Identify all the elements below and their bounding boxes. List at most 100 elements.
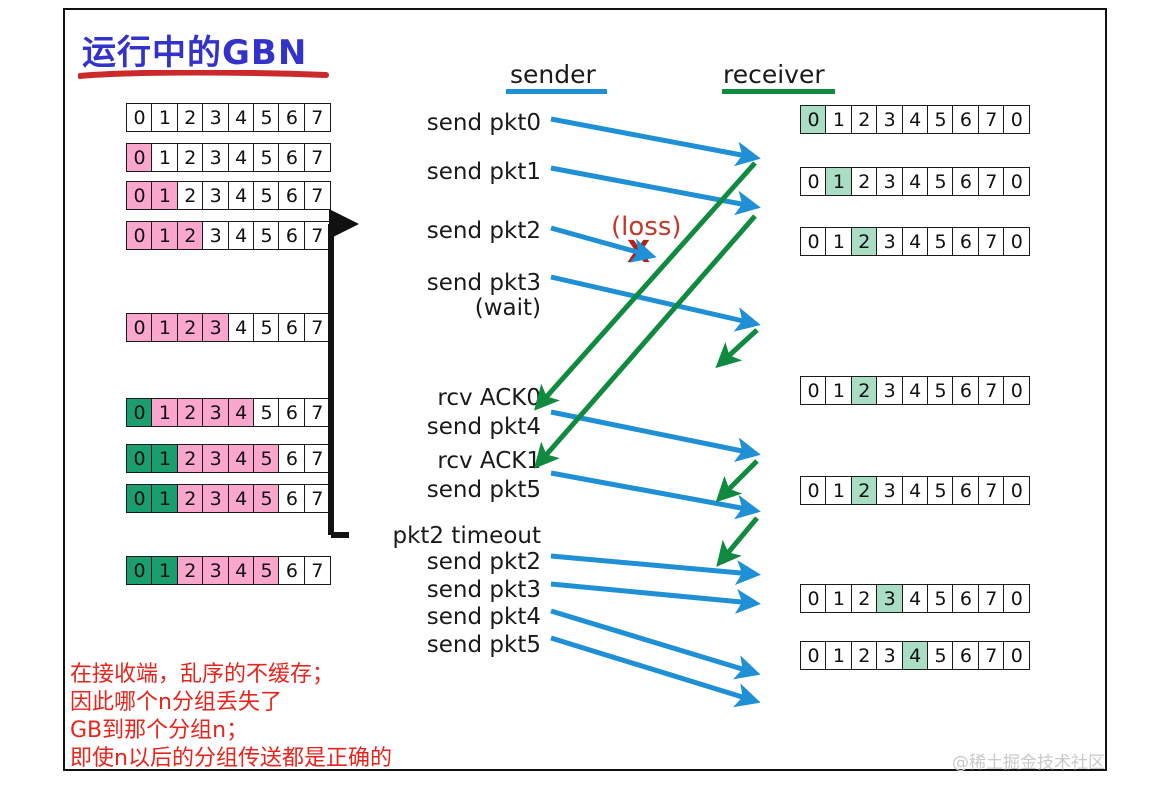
sender-window-cell: 1	[151, 398, 179, 427]
slide-border	[63, 8, 1107, 771]
loss-x-icon: X	[627, 235, 651, 270]
receiver-window-cell: 3	[876, 584, 904, 613]
sender-window-cell: 2	[176, 313, 204, 342]
event-label: pkt2 timeout	[392, 523, 541, 549]
receiver-window-cell: 0	[1003, 376, 1031, 405]
sender-window-cell: 5	[253, 556, 281, 585]
event-label: send pkt2	[426, 549, 541, 575]
event-label: rcv ACK1	[437, 448, 541, 474]
receiver-window-cell: 6	[952, 584, 980, 613]
receiver-window-cell: 6	[952, 376, 980, 405]
event-label: send pkt4	[426, 414, 541, 440]
receiver-window-cell: 3	[876, 376, 904, 405]
sender-window-cell: 5	[253, 398, 281, 427]
receiver-window-cell: 4	[901, 584, 929, 613]
receiver-column-header: receiver	[723, 60, 825, 89]
sender-window-cell: 3	[202, 484, 230, 513]
receiver-column-rule	[722, 89, 835, 94]
sender-window-cell: 1	[151, 444, 179, 473]
receiver-window-cell: 0	[800, 105, 827, 134]
sender-window-cell: 7	[303, 556, 331, 585]
sender-window-cell: 0	[126, 143, 153, 172]
receiver-window-cell: 5	[927, 167, 955, 196]
receiver-window-cell: 2	[850, 376, 878, 405]
receiver-window-cell: 1	[825, 167, 853, 196]
watermark: @稀土掘金技术社区	[952, 753, 1105, 773]
receiver-window-cell: 3	[876, 167, 904, 196]
event-label: rcv ACK0	[437, 385, 541, 411]
sender-window-cell: 7	[303, 484, 331, 513]
sender-window-cell: 3	[202, 556, 230, 585]
receiver-window-cell: 0	[800, 227, 827, 256]
sender-window-cell: 0	[126, 398, 153, 427]
sender-window-cell: 0	[126, 221, 153, 250]
receiver-window-cell: 4	[901, 641, 929, 670]
event-label: send pkt1	[426, 159, 541, 185]
receiver-window-cell: 1	[825, 105, 853, 134]
sender-window-cell: 6	[278, 556, 306, 585]
receiver-window-cell: 0	[1003, 641, 1031, 670]
event-label: send pkt3	[426, 270, 541, 296]
page-title: 运行中的GBN	[82, 33, 308, 73]
sender-window-cell: 3	[202, 221, 230, 250]
receiver-window-cell: 2	[850, 167, 878, 196]
receiver-window-cell: 0	[800, 167, 827, 196]
sender-window-cell: 2	[176, 181, 204, 210]
receiver-window-cell: 0	[800, 584, 827, 613]
sender-window-cell: 6	[278, 181, 306, 210]
annotation-line: 即使n以后的分组传送都是正确的	[70, 746, 392, 771]
sender-window-cell: 6	[278, 313, 306, 342]
sender-window-cell: 3	[202, 143, 230, 172]
receiver-window-cell: 6	[952, 167, 980, 196]
event-label: send pkt0	[426, 110, 541, 136]
receiver-window-cell: 0	[1003, 227, 1031, 256]
receiver-window-cell: 6	[952, 641, 980, 670]
sender-window-cell: 7	[303, 444, 331, 473]
receiver-window-cell: 3	[876, 227, 904, 256]
title-underline	[78, 70, 329, 79]
receiver-window-cell: 7	[977, 476, 1005, 505]
receiver-window-cell: 0	[800, 476, 827, 505]
receiver-window-cell: 7	[977, 641, 1005, 670]
receiver-window-cell: 1	[825, 476, 853, 505]
receiver-window-cell: 2	[850, 584, 878, 613]
sender-window-cell: 4	[227, 398, 255, 427]
receiver-window-cell: 5	[927, 641, 955, 670]
sender-window-cell: 1	[151, 221, 179, 250]
sender-window-cell: 0	[126, 444, 153, 473]
sender-window-cell: 0	[126, 181, 153, 210]
sender-window-cell: 6	[278, 221, 306, 250]
receiver-window-cell: 5	[927, 376, 955, 405]
receiver-window-cell: 0	[1003, 105, 1031, 134]
sender-window-cell: 7	[303, 398, 331, 427]
receiver-window-cell: 4	[901, 476, 929, 505]
sender-window-cell: 2	[176, 556, 204, 585]
event-label: send pkt2	[426, 218, 541, 244]
annotation-line: GB到那个分组n；	[70, 718, 249, 743]
sender-window-cell: 1	[151, 143, 179, 172]
sender-window-cell: 3	[202, 181, 230, 210]
annotation-line: 因此哪个n分组丢失了	[70, 690, 282, 715]
sender-window-cell: 5	[253, 313, 281, 342]
receiver-window-cell: 1	[825, 376, 853, 405]
receiver-window-cell: 4	[901, 167, 929, 196]
receiver-window-cell: 4	[901, 105, 929, 134]
receiver-window-cell: 4	[901, 227, 929, 256]
annotation-line: 在接收端，乱序的不缓存；	[70, 662, 335, 687]
receiver-window-cell: 3	[876, 105, 904, 134]
receiver-window-cell: 3	[876, 476, 904, 505]
sender-window-cell: 5	[253, 103, 281, 132]
sender-window-cell: 4	[227, 444, 255, 473]
event-label: send pkt5	[426, 477, 541, 503]
receiver-window-cell: 0	[800, 376, 827, 405]
sender-window-cell: 0	[126, 556, 153, 585]
sender-column-header: sender	[510, 60, 596, 89]
sender-window-cell: 2	[176, 103, 204, 132]
